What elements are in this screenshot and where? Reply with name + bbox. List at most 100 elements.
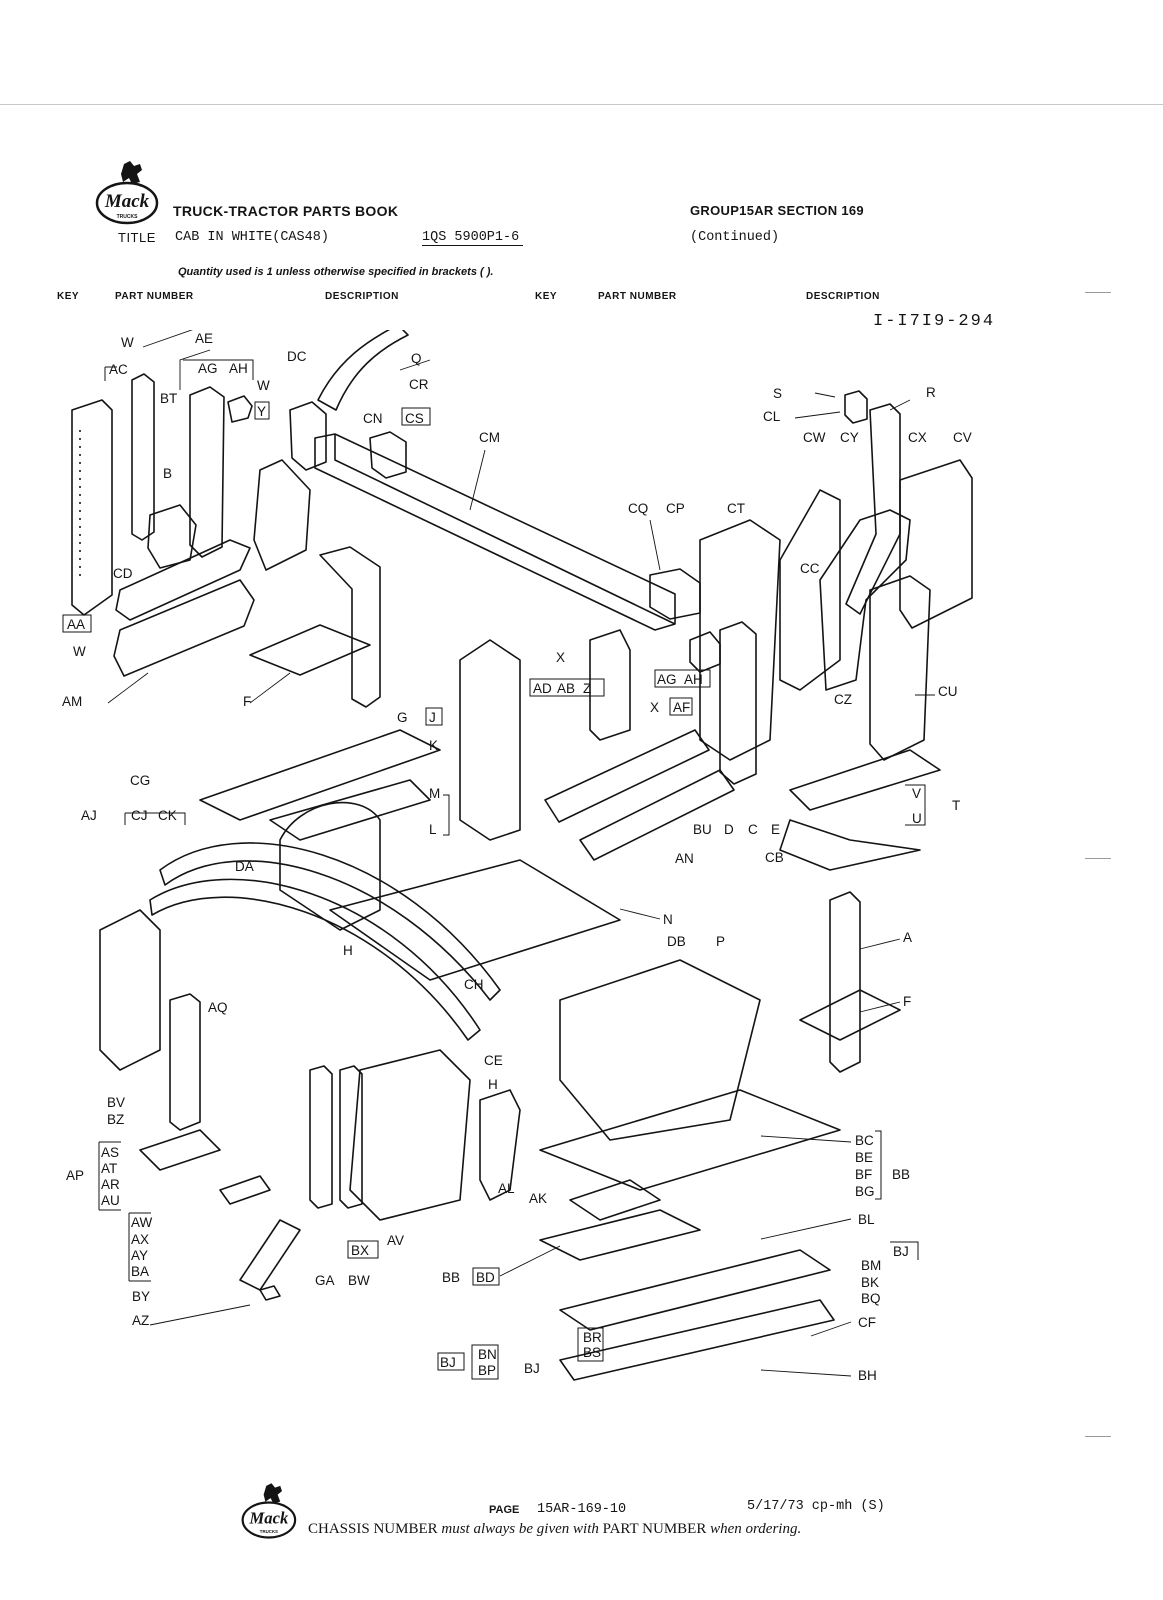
callout-bb-1: BB (892, 1167, 910, 1182)
part-av-dash-panel (349, 1049, 471, 1221)
callout-cp: CP (666, 501, 685, 516)
part-by-bracket (239, 1219, 301, 1291)
callout-ap: AP (66, 1168, 84, 1183)
callout-ah-2: AH (684, 672, 703, 687)
part-an-sill (544, 729, 710, 823)
callout-bd: BD (476, 1270, 495, 1285)
callout-cj: CJ (131, 808, 148, 823)
callout-m: M (429, 786, 440, 801)
right-key-header: KEY (535, 291, 558, 302)
part-ct-rear-panel (699, 519, 781, 761)
part-cc-panel (819, 509, 911, 691)
group-section: GROUP15AR SECTION 169 (690, 203, 864, 218)
callout-r: R (926, 385, 936, 400)
part-al-bracket (479, 1089, 521, 1201)
callout-cl: CL (763, 409, 781, 424)
chassis-note-part-1: CHASSIS NUMBER (308, 1521, 438, 1537)
part-cu-panel (869, 575, 931, 761)
callout-ae-1: AE (195, 331, 213, 346)
callout-cz: CZ (834, 692, 852, 707)
logo-subtext: TRUCKS (117, 214, 138, 220)
callout-br: BR (583, 1330, 602, 1345)
part-m-floor-pan (269, 779, 431, 841)
right-edge-mark-2 (1085, 858, 1111, 859)
part-cb-support (779, 819, 921, 871)
part-cj-cowl-rail (159, 842, 501, 1001)
callout-u: U (912, 811, 922, 826)
callout-n: N (663, 912, 673, 927)
callout-bb-2: BB (442, 1270, 460, 1285)
callout-w-2: W (257, 378, 270, 393)
callout-ay: AY (131, 1248, 148, 1263)
callout-ct: CT (727, 501, 745, 516)
part-k-floor-pan (199, 729, 441, 821)
part-t-floor-strip (789, 749, 941, 811)
callout-f-1: F (243, 694, 251, 709)
callout-by: BY (132, 1289, 150, 1304)
callout-au: AU (101, 1193, 120, 1208)
quantity-note: Quantity used is 1 unless otherwise spec… (178, 266, 494, 278)
callout-a: A (903, 930, 912, 945)
date-code: 5/17/73 cp-mh (S) (747, 1499, 885, 1514)
callout-be: BE (855, 1150, 873, 1165)
callout-az: AZ (132, 1313, 149, 1328)
callout-k: K (429, 738, 438, 753)
mack-logo-icon: Mack TRUCKS (95, 161, 159, 225)
part-ae-pillar (189, 386, 225, 558)
part-z-bracket (589, 629, 631, 741)
callout-bv: BV (107, 1095, 125, 1110)
callout-an: AN (675, 851, 694, 866)
callout-b: B (163, 466, 172, 481)
callout-x-2: X (650, 700, 659, 715)
chassis-note: CHASSIS NUMBER must always be given with… (308, 1521, 801, 1538)
chassis-note-part-2: must always be given with (441, 1521, 599, 1537)
callout-bl: BL (858, 1212, 875, 1227)
callout-v: V (912, 786, 921, 801)
callout-bj-2: BJ (440, 1355, 456, 1370)
part-r-duct (845, 403, 901, 615)
part-am-sill (113, 579, 255, 677)
title-label: TITLE (118, 230, 156, 245)
part-cd-sill (115, 539, 251, 621)
callout-bs: BS (583, 1345, 601, 1360)
callout-ak: AK (529, 1191, 547, 1206)
part-aj-cowl-side (99, 909, 161, 1071)
callout-av: AV (387, 1233, 404, 1248)
callout-cy: CY (840, 430, 859, 445)
part-af-pillar (719, 621, 757, 785)
callout-cg: CG (130, 773, 150, 788)
callout-bg: BG (855, 1184, 875, 1199)
callout-x-1: X (556, 650, 565, 665)
callout-w-1: W (121, 335, 134, 350)
part-ck-cowl-rail (149, 878, 481, 1041)
callout-j: J (429, 710, 436, 725)
callout-cv: CV (953, 430, 972, 445)
part-dc-bracket (289, 401, 327, 471)
part-cf-rail (559, 1299, 835, 1381)
callout-l: L (429, 822, 437, 837)
part-a-upright (829, 891, 861, 1073)
exploded-parts-diagram: W AE AG AH W Y AC BT B CD AA W AM DC Q C… (62, 330, 973, 1383)
callout-h-1: H (343, 943, 353, 958)
callout-ce: CE (484, 1053, 503, 1068)
page-number: 15AR-169-10 (537, 1502, 627, 1517)
callout-ba: BA (131, 1264, 149, 1279)
part-left-rear-pillar (71, 399, 113, 616)
callout-d: D (724, 822, 734, 837)
callout-aw: AW (131, 1215, 153, 1230)
callout-da: DA (235, 859, 254, 874)
right-part-number-header: PART NUMBER (598, 291, 677, 302)
callout-bh: BH (858, 1368, 877, 1383)
callout-af: AF (673, 700, 690, 715)
callout-ac: AC (109, 362, 128, 377)
left-key-header: KEY (57, 291, 80, 302)
footer-logo-subtext: TRUCKS (260, 1529, 278, 1534)
part-q-duct (317, 330, 409, 411)
drawing-reference: 1QS 5900P1-6 (422, 230, 524, 246)
drawing-number: I-I7I9-294 (873, 312, 996, 331)
chassis-note-part-4: when ordering. (710, 1521, 802, 1537)
callout-bk: BK (861, 1275, 879, 1290)
top-scan-edge (0, 104, 1163, 105)
callout-cc: CC (800, 561, 820, 576)
callout-cb: CB (765, 850, 784, 865)
